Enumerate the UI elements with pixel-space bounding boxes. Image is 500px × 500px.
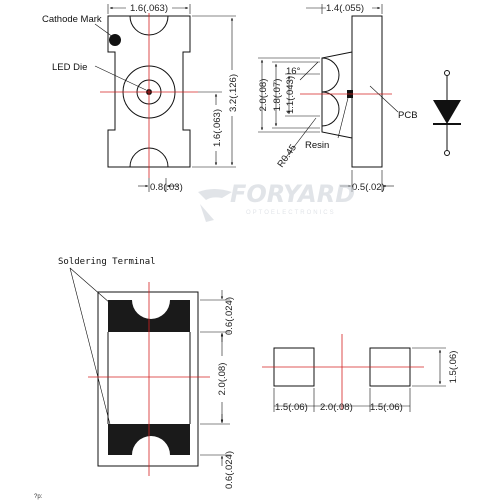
dim-half-length-text: 1.6(.063) — [212, 109, 223, 147]
cathode-mark-dot — [109, 34, 121, 46]
top-view-outline — [107, 15, 191, 168]
dim-fp-left-text: 1.5(.06) — [275, 402, 308, 413]
resin-lower-curve — [321, 91, 340, 127]
dim-dome-1-1-text: 1.1(.043) — [285, 76, 296, 114]
bottom-view: Soldering Terminal — [58, 257, 210, 476]
dim-dome-2-0-text: 2.0(.08) — [258, 79, 269, 112]
dim-total-length: 3.2(.126) — [192, 15, 239, 168]
watermark-sub: OPTOELECTRONICS — [246, 210, 336, 216]
cathode-leader — [94, 23, 114, 38]
watermark-brand: FORYARD — [230, 180, 355, 208]
dim-total-length-text: 3.2(.126) — [228, 74, 239, 112]
resin-outline — [321, 51, 353, 139]
dim-fp-right-text: 1.5(.06) — [370, 402, 403, 413]
diode-symbol — [433, 70, 461, 156]
dim-top-width-text: 1.6(.063) — [130, 3, 168, 14]
dim-dome-2-0: 2.0(.08) — [258, 57, 320, 133]
dim-dome-1-1: 1.1(.043) — [285, 73, 320, 117]
dim-angle-text: 16° — [286, 66, 301, 77]
dim-radius-text: R0.45 — [275, 143, 299, 170]
side-view: PCB Resin — [300, 15, 418, 168]
pcb-label: PCB — [398, 110, 418, 121]
dim-pad-top: 0.6(.024) — [200, 290, 235, 342]
resin-leader — [337, 97, 349, 139]
soldering-terminal-label: Soldering Terminal — [58, 257, 156, 267]
dim-pad-bottom: 0.6(.024) — [200, 414, 235, 489]
top-view: Cathode Mark LED Die — [42, 10, 198, 178]
bottom-solder-pad — [108, 424, 190, 455]
dim-footprint-row: 1.5(.06) 2.0(.08) 1.5(.06) — [273, 388, 411, 413]
footer-note: ?p: — [34, 494, 43, 500]
bottom-outline — [97, 291, 199, 467]
dim-pcb-thickness: 0.5(.02) — [340, 170, 394, 193]
dim-bottom-notch: 0.8(.03) — [138, 178, 183, 193]
dim-bottom-notch-text: 0.8(.03) — [150, 182, 183, 193]
dim-pad-top-text: 0.6(.024) — [224, 297, 235, 335]
led-die-label: LED Die — [52, 62, 87, 73]
dim-half-length: 1.6(.063) — [198, 91, 223, 166]
resin-label: Resin — [305, 140, 329, 151]
dim-pad-bottom-text: 0.6(.024) — [224, 451, 235, 489]
dim-dome-1-8-text: 1.8(.07) — [272, 79, 283, 112]
dim-dome-1-8: 1.8(.07) — [272, 61, 320, 129]
led-die-leader — [94, 65, 147, 91]
footprint-view — [262, 334, 424, 410]
soldering-leader-2 — [69, 267, 115, 441]
dim-side-width: 1.4(.055) — [306, 2, 383, 14]
dim-top-width: 1.6(.063) — [107, 2, 191, 14]
cathode-mark-label: Cathode Mark — [42, 14, 102, 25]
dim-pad-span-text: 2.0(.08) — [217, 363, 228, 396]
pcb-body — [351, 15, 383, 168]
dim-pcb-thickness-text: 0.5(.02) — [352, 182, 385, 193]
dim-pad-span: 2.0(.08) — [200, 333, 230, 425]
foryard-watermark: FORYARD OPTOELECTRONICS — [198, 180, 355, 222]
dim-footprint-height: 1.5(.06) — [412, 347, 459, 387]
dim-side-width-text: 1.4(.055) — [326, 3, 364, 14]
soldering-leader-1 — [69, 267, 111, 304]
dim-angle: 16° — [286, 61, 319, 81]
dim-fp-gap-text: 2.0(.08) — [320, 402, 353, 413]
pcb-leader — [369, 85, 399, 113]
top-solder-pad — [108, 300, 190, 332]
dim-fp-height-text: 1.5(.06) — [448, 351, 459, 384]
diode-triangle — [433, 100, 461, 124]
resin-upper-curve — [321, 57, 340, 93]
